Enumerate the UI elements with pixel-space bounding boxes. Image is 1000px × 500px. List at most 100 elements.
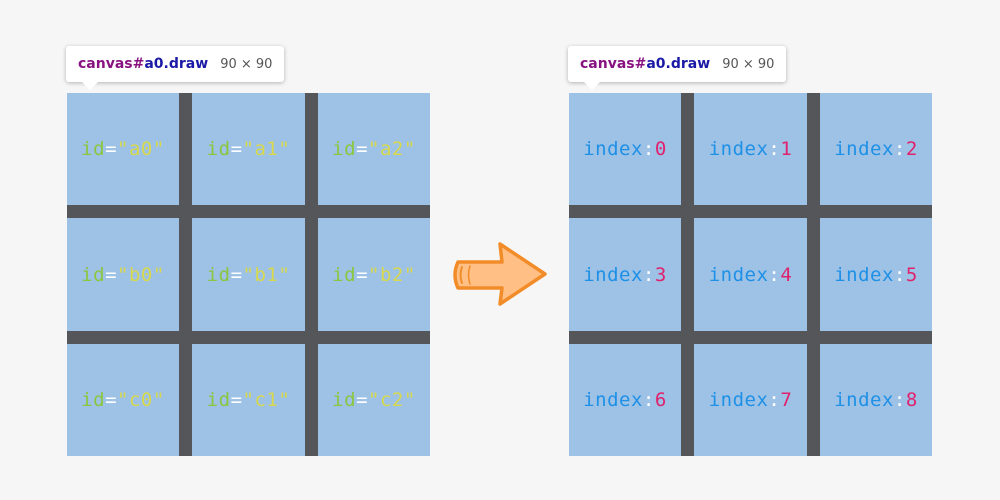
index-value: 2 [905, 138, 918, 160]
tooltip-id: a0.draw [144, 56, 209, 72]
id-value: a0 [128, 138, 153, 160]
index-key: index [834, 389, 894, 411]
index-key: index [583, 263, 643, 286]
id-equals: = [230, 389, 243, 411]
index-cell[interactable]: index:5 [820, 218, 932, 331]
canvas-tooltip-right: canvas#a0.draw 90 × 90 [568, 46, 787, 90]
id-cell[interactable]: id="a2" [318, 93, 430, 205]
index-grid: index:0 index:1 index:2 index:3 index:4 … [569, 93, 932, 456]
id-quote-open: " [117, 138, 129, 160]
index-colon: : [768, 263, 781, 286]
id-value: c1 [254, 389, 279, 411]
index-colon: : [768, 138, 781, 160]
tooltip-separator: # [132, 56, 145, 72]
index-colon: : [893, 263, 906, 286]
id-quote-open: " [368, 263, 380, 286]
id-value: b2 [379, 263, 404, 286]
index-cell[interactable]: index:8 [820, 344, 932, 456]
id-cell[interactable]: id="c0" [67, 344, 179, 456]
id-key: id [81, 263, 106, 286]
id-cell[interactable]: id="b2" [318, 218, 430, 331]
tooltip-tag: canvas [78, 56, 133, 72]
index-value: 0 [654, 138, 667, 160]
index-colon: : [893, 138, 906, 160]
id-quote-close: " [403, 263, 416, 286]
index-key: index [708, 389, 769, 411]
index-value: 4 [780, 263, 793, 286]
index-key: index [583, 138, 643, 160]
id-quote-open: " [117, 389, 129, 411]
id-equals: = [230, 138, 243, 160]
id-key: id [332, 263, 357, 286]
index-cell[interactable]: index:2 [820, 93, 932, 205]
id-quote-open: " [117, 263, 129, 286]
id-key: id [206, 138, 231, 160]
id-equals: = [356, 263, 369, 286]
id-cell[interactable]: id="b0" [67, 218, 179, 331]
id-quote-close: " [152, 389, 165, 411]
tooltip-size: 90 × 90 [722, 56, 775, 72]
id-cell[interactable]: id="c2" [318, 344, 430, 456]
right-arrow-icon [453, 242, 547, 306]
id-quote-open: " [368, 389, 380, 411]
id-value: b1 [254, 263, 279, 286]
id-quote-open: " [242, 389, 255, 411]
tooltip-separator: # [634, 56, 647, 72]
id-cell[interactable]: id="a0" [67, 93, 179, 205]
index-colon: : [642, 138, 655, 160]
id-key: id [206, 263, 231, 286]
id-cell[interactable]: id="b1" [192, 218, 305, 331]
tooltip-pointer [82, 82, 98, 90]
id-value: b0 [128, 263, 153, 286]
id-quote-close: " [278, 263, 291, 286]
index-cell[interactable]: index:1 [694, 93, 807, 205]
id-key: id [332, 138, 357, 160]
index-colon: : [768, 389, 781, 411]
index-value: 8 [905, 389, 918, 411]
index-cell[interactable]: index:3 [569, 218, 681, 331]
id-quote-close: " [403, 138, 416, 160]
tooltip-tag: canvas [580, 56, 635, 72]
id-cell[interactable]: id="c1" [192, 344, 305, 456]
index-cell[interactable]: index:4 [694, 218, 807, 331]
index-key: index [834, 263, 894, 286]
id-value: c2 [379, 389, 404, 411]
tooltip-size: 90 × 90 [220, 56, 273, 72]
id-key: id [81, 138, 106, 160]
id-quote-close: " [278, 389, 291, 411]
id-key: id [206, 389, 231, 411]
id-equals: = [356, 389, 369, 411]
canvas-tooltip-left: canvas#a0.draw 90 × 90 [66, 46, 285, 90]
index-key: index [834, 138, 894, 160]
id-grid: id="a0" id="a1" id="a2" id="b0" id="b1" … [67, 93, 430, 456]
id-key: id [81, 389, 106, 411]
index-key: index [708, 263, 769, 286]
id-equals: = [105, 263, 118, 286]
id-quote-open: " [242, 263, 255, 286]
index-key: index [708, 138, 769, 160]
id-quote-open: " [368, 138, 380, 160]
index-colon: : [642, 263, 655, 286]
index-value: 6 [654, 389, 667, 411]
index-value: 3 [654, 263, 667, 286]
id-quote-open: " [242, 138, 255, 160]
index-cell[interactable]: index:7 [694, 344, 807, 456]
index-colon: : [642, 389, 655, 411]
id-value: a2 [379, 138, 404, 160]
index-colon: : [893, 389, 906, 411]
id-quote-close: " [152, 138, 165, 160]
id-cell[interactable]: id="a1" [192, 93, 305, 205]
id-quote-close: " [152, 263, 165, 286]
tooltip-id: a0.draw [646, 56, 711, 72]
index-cell[interactable]: index:0 [569, 93, 681, 205]
index-value: 1 [780, 138, 793, 160]
id-quote-close: " [403, 389, 416, 411]
tooltip-pointer [584, 82, 600, 90]
index-cell[interactable]: index:6 [569, 344, 681, 456]
id-quote-close: " [278, 138, 291, 160]
id-value: a1 [254, 138, 279, 160]
id-key: id [332, 389, 357, 411]
id-value: c0 [128, 389, 153, 411]
index-value: 5 [905, 263, 918, 286]
id-equals: = [105, 389, 118, 411]
